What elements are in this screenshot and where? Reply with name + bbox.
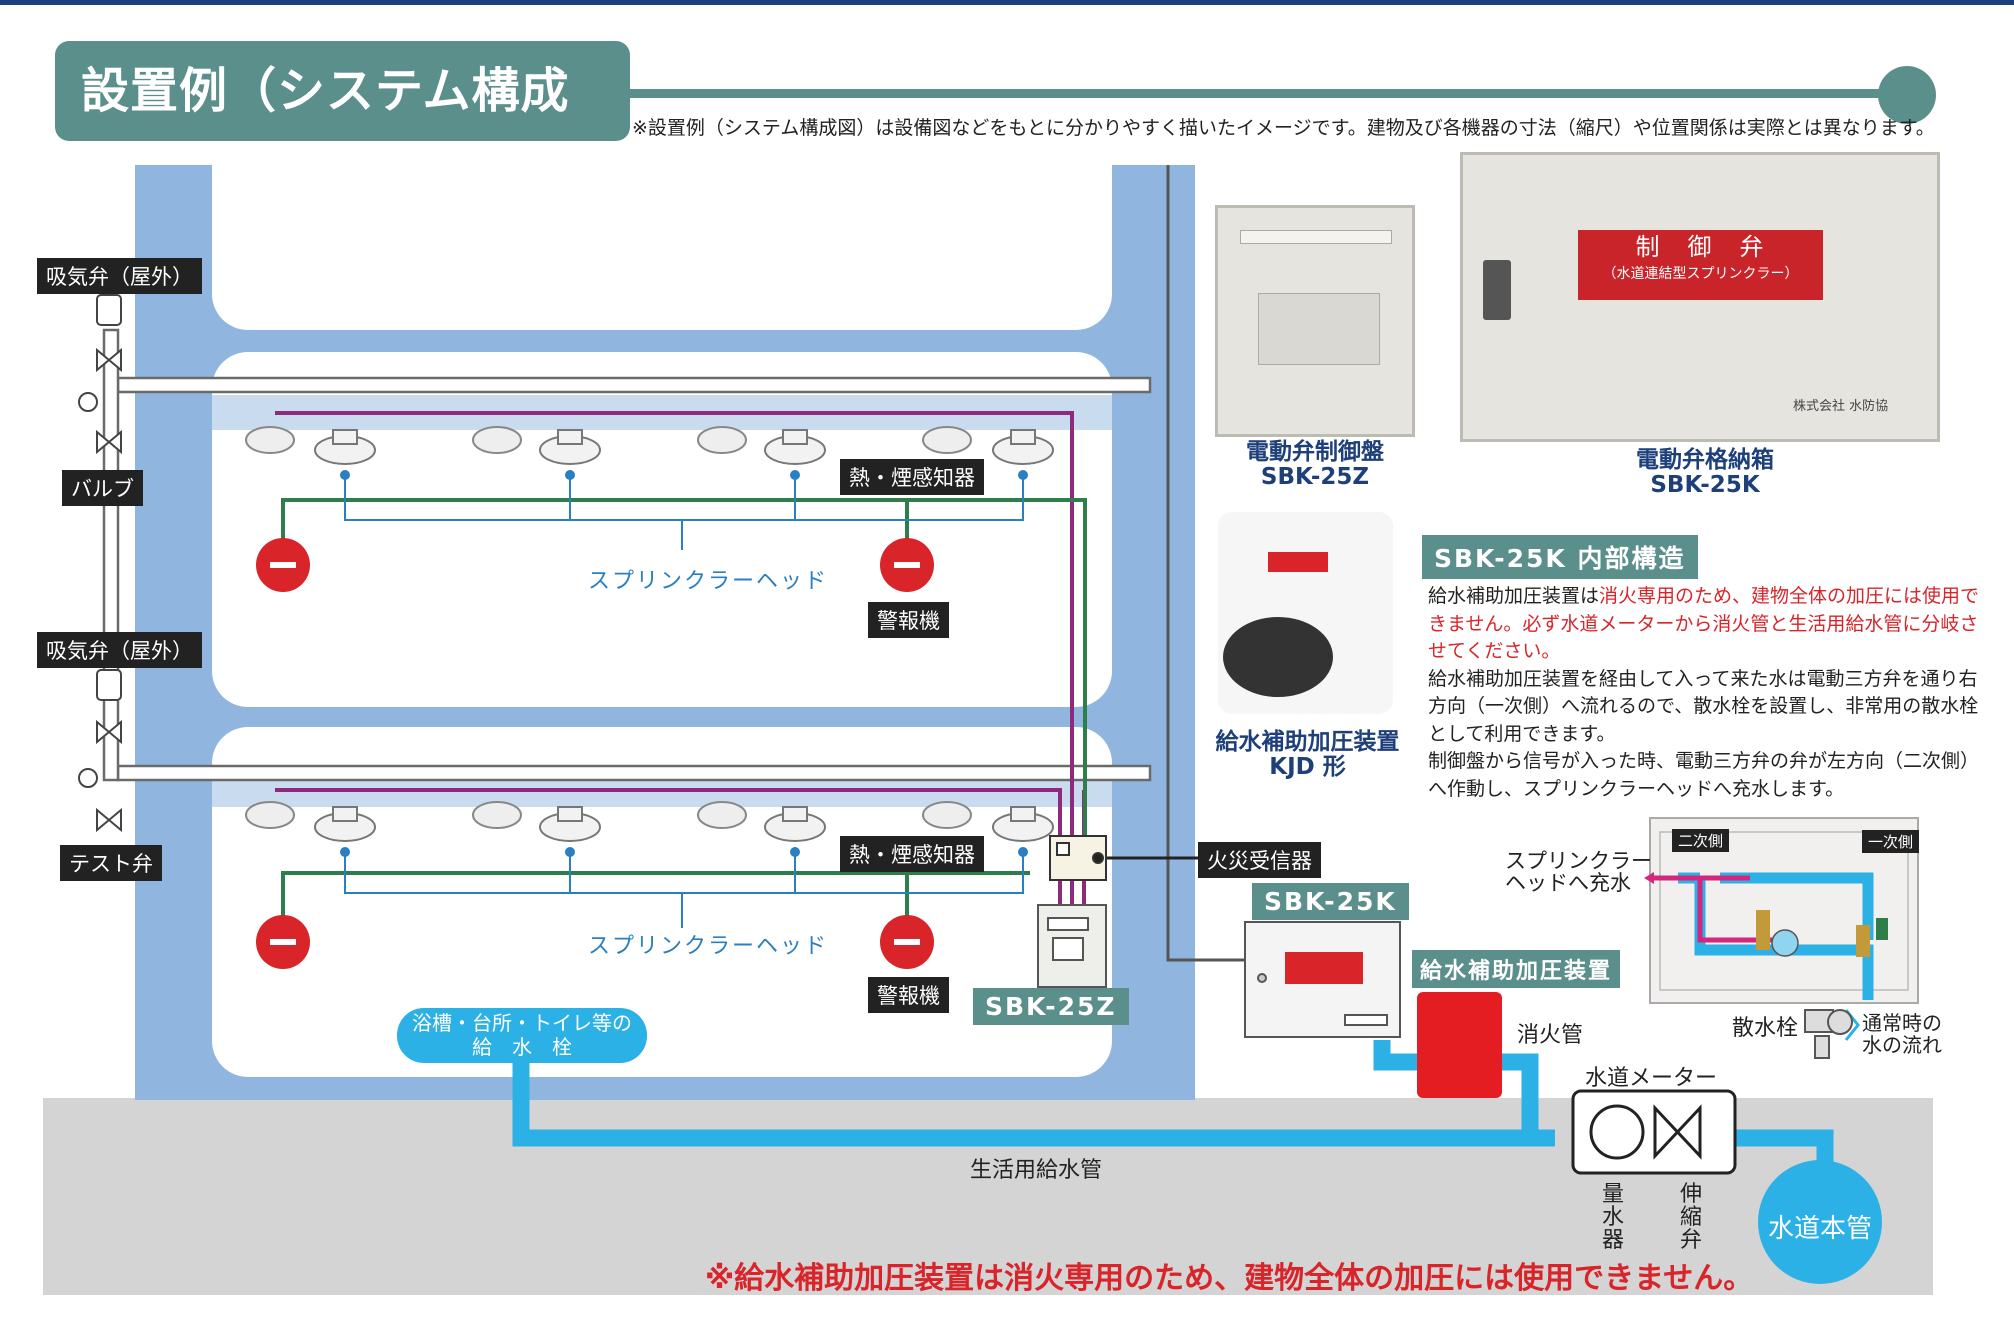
water-meter-label: 水道メーター (1585, 1066, 1718, 1091)
booster-unit (1417, 992, 1502, 1098)
signal-wire-25k (1166, 165, 1245, 962)
inner-structure-description: 給水補助加圧装置は消火専用のため、建物全体の加圧には使用できません。必ず水道メー… (1428, 583, 1988, 803)
inner-structure-paragraph-1: 給水補助加圧装置は消火専用のため、建物全体の加圧には使用できません。必ず水道メー… (1428, 583, 1988, 666)
sprinkler-head-top-label: スプリンクラーヘッド (588, 569, 829, 594)
intake-valve-bottom-label: 吸気弁（屋外） (37, 632, 202, 668)
detector-top-label: 熱・煙感知器 (840, 459, 984, 495)
control-panel-model: SBK-25Z (1260, 464, 1370, 490)
storage-box-sign: 制 御 弁 （水道連結型スプリンクラー） (1578, 230, 1823, 300)
booster-caption: 給水補助加圧装置 KJD 形 (1200, 730, 1415, 780)
disclaimer-note: ※設置例（システム構成図）は設備図などをもとに分かりやすく描いたイメージです。建… (632, 117, 1935, 139)
fire-receiver-box (1049, 835, 1107, 881)
booster-tag: 給水補助加圧装置 (1412, 950, 1621, 988)
intake-valve-top-label: 吸気弁（屋外） (37, 258, 202, 294)
normal-flow-line2: 水の流れ (1862, 1033, 1942, 1057)
water-meter-assembly (1571, 1089, 1737, 1175)
roof-room (212, 165, 1112, 330)
top-rule (0, 0, 2014, 5)
normal-flow-line1: 通常時の (1862, 1011, 1942, 1035)
sprinkler-head-bottom-label: スプリンクラーヘッド (588, 934, 829, 959)
inner-structure-paragraph-2: 給水補助加圧装置を経由して入って来た水は電動三方弁を通り右方向（一次側）へ流れる… (1428, 667, 1979, 745)
inner-structure-heading: SBK-25K 内部構造 (1422, 535, 1698, 579)
detector-bottom-label: 熱・煙感知器 (840, 836, 984, 872)
booster-model: KJD 形 (1269, 754, 1346, 780)
control-panel-name: 電動弁制御盤 (1246, 439, 1384, 465)
inner-structure-paragraph-3: 制御盤から信号が入った時、電動三方弁の弁が左方向（二次側）へ作動し、スプリンクラ… (1428, 750, 1980, 800)
alarm-top-label: 警報機 (868, 602, 949, 638)
storage-box-name: 電動弁格納箱 (1636, 447, 1774, 473)
normal-flow-label: 通常時の 水の流れ (1862, 1012, 1942, 1056)
sbk25z-panel (1037, 904, 1107, 988)
hose-valve-label: 散水栓 (1732, 1016, 1799, 1041)
intake-valve-assemblies (78, 294, 122, 833)
primary-side-label: 一次側 (1862, 830, 1920, 853)
bath-tap-line1: 浴槽・台所・トイレ等の (412, 1011, 632, 1035)
control-panel-photo (1215, 205, 1415, 437)
sprinkler-feed-lines (344, 475, 1024, 928)
to-sprinkler-line2: ヘッドへ充水 (1505, 871, 1631, 895)
fire-receiver-label: 火災受信器 (1198, 842, 1321, 878)
alarm-bottom-label: 警報機 (868, 977, 949, 1013)
bath-tap-label: 浴槽・台所・トイレ等の 給 水 栓 (397, 1011, 647, 1059)
storage-box-sign-title: 制 御 弁 (1635, 233, 1766, 261)
fire-pipe-label: 消火管 (1517, 1023, 1584, 1048)
smoke-detectors (245, 426, 972, 829)
signal-wires-green (281, 498, 1087, 920)
water-main-circle (1758, 1160, 1882, 1284)
title-rule (620, 89, 1910, 98)
sbk25z-tag: SBK-25Z (973, 988, 1129, 1025)
to-sprinkler-line1: スプリンクラー (1505, 849, 1652, 873)
page-title: 設置例（システム構成図） (55, 41, 630, 219)
booster-name: 給水補助加圧装置 (1215, 729, 1400, 755)
hose-valve-drawing (1804, 1009, 1853, 1059)
sprinkler-heads (314, 429, 1054, 857)
to-sprinkler-label: スプリンクラー ヘッドへ充水 (1505, 850, 1652, 894)
meter-device-label: 量水器 (1602, 1182, 1625, 1253)
valve-label: バルブ (62, 470, 143, 506)
secondary-side-label: 二次側 (1672, 829, 1730, 852)
control-panel-buttons (1258, 293, 1380, 365)
storage-box-sign-sub: （水道連結型スプリンクラー） (1602, 266, 1799, 282)
sbk25k-tag: SBK-25K (1252, 883, 1409, 920)
inner-structure-p1-red: 消火専用のため、建物全体の加圧には使用できません。必ず水道メーターから消火管と生… (1428, 585, 1980, 662)
title-rule-dot (1878, 66, 1936, 124)
inner-structure-p1-black: 給水補助加圧装置は (1428, 585, 1600, 607)
storage-box-model: SBK-25K (1650, 472, 1760, 498)
domestic-pipe-label: 生活用給水管 (970, 1158, 1103, 1183)
control-panel-caption: 電動弁制御盤 SBK-25Z (1215, 440, 1415, 490)
storage-box-maker: 株式会社 水防協 (1793, 399, 1889, 414)
water-main-label: 水道本管 (1767, 1214, 1872, 1244)
storage-box-latch (1483, 260, 1511, 320)
bath-tap-line2: 給 水 栓 (472, 1035, 572, 1059)
expansion-valve-label: 伸縮弁 (1680, 1182, 1703, 1253)
booster-photo (1218, 512, 1393, 714)
booster-photo-motor (1223, 617, 1333, 697)
bottom-warning: ※給水補助加圧装置は消火専用のため、建物全体の加圧には使用できません。 (705, 1261, 1754, 1296)
booster-photo-label (1268, 552, 1328, 572)
supply-pipes-gray (102, 328, 1152, 782)
storage-box-caption: 電動弁格納箱 SBK-25K (1600, 448, 1810, 498)
bath-tap-pill (397, 1008, 647, 1063)
test-valve-label: テスト弁 (60, 845, 162, 881)
alarm-bells (256, 538, 934, 969)
storage-box-photo: 制 御 弁 （水道連結型スプリンクラー） 株式会社 水防協 (1460, 152, 1940, 442)
sbk25k-unit (1244, 921, 1401, 1038)
control-panel-nameplate (1240, 230, 1392, 244)
